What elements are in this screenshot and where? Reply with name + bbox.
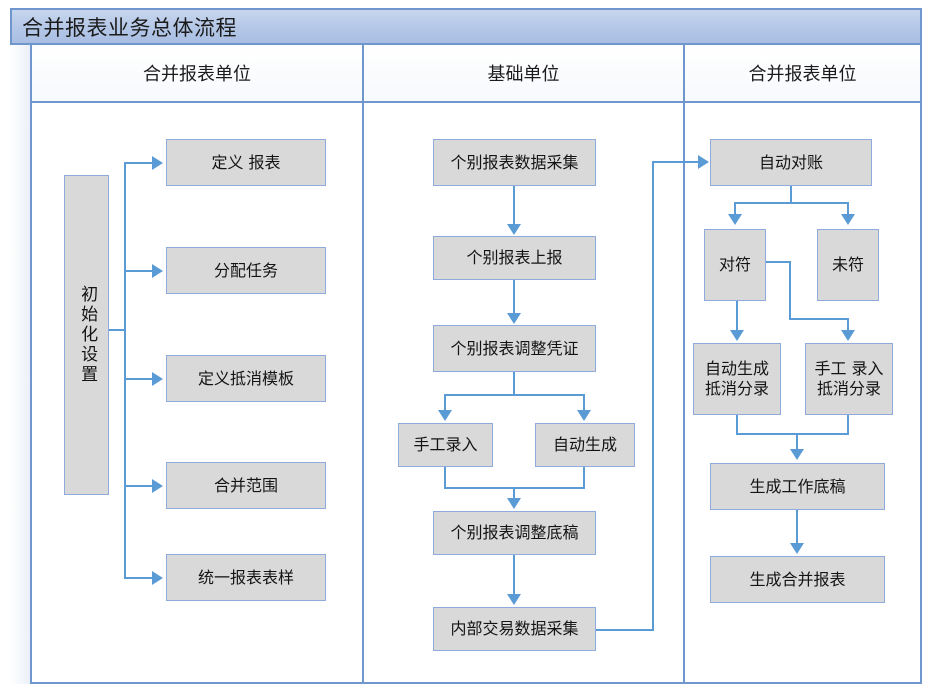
node-manual-entry[interactable]: 手工录入 xyxy=(398,423,493,467)
column-divider-1 xyxy=(362,103,364,684)
arrowhead-offset-to-worksheet xyxy=(790,449,804,460)
column-header-1-label: 基础单位 xyxy=(487,64,560,85)
node-generate-worksheet[interactable]: 生成工作底稿 xyxy=(710,463,885,510)
node-individual-submit[interactable]: 个别报表上报 xyxy=(433,236,596,280)
arrowhead-reconcile-to-matched xyxy=(728,214,742,225)
arrowhead-unify-form xyxy=(152,571,163,585)
node-generate-consolidated[interactable]: 生成合并报表 xyxy=(710,556,885,603)
node-auto-offset-entry[interactable]: 自动生成 抵消分录 xyxy=(693,343,781,415)
node-matched[interactable]: 对符 xyxy=(704,229,766,301)
connector-reconcile-to-matched xyxy=(734,202,736,215)
connector-worksheet-to-consolidated xyxy=(796,510,798,543)
connector-offset-merge-stem xyxy=(796,433,798,450)
arrowhead-voucher-to-manual xyxy=(438,410,452,421)
connector-branch-define-report xyxy=(124,162,154,164)
node-individual-collect[interactable]: 个别报表数据采集 xyxy=(433,139,596,186)
arrowhead-voucher-to-auto xyxy=(577,410,591,421)
connector-reconcile-split-bar xyxy=(734,202,848,204)
connector-internal-to-reconcile-h1 xyxy=(596,629,654,631)
column-divider-2 xyxy=(683,103,685,684)
arrowhead-offset-template xyxy=(152,372,163,386)
column-header-2: 合并报表单位 xyxy=(683,45,920,103)
connector-manual-offset-down xyxy=(847,415,849,434)
node-auto-reconcile[interactable]: 自动对账 xyxy=(710,139,872,186)
diagram-title: 合并报表业务总体流程 xyxy=(22,15,237,40)
connector-branch-merge-scope xyxy=(124,485,154,487)
column-header-0: 合并报表单位 xyxy=(32,45,362,103)
connector-reconcile-to-unmatched xyxy=(847,202,849,215)
node-internal-trade-collect[interactable]: 内部交易数据采集 xyxy=(433,607,596,651)
connector-voucher-to-auto xyxy=(583,394,585,411)
connector-branch-assign-task xyxy=(124,270,154,272)
connector-draft-to-internal xyxy=(513,555,515,595)
connector-matched-side-v xyxy=(789,261,791,319)
node-init-setup[interactable]: 初始化设置 xyxy=(64,175,109,495)
connector-auto-offset-down xyxy=(736,415,738,434)
connector-init-trunk-vertical xyxy=(124,162,126,578)
connector-offset-merge-bar xyxy=(736,433,849,435)
connector-branch-offset-template xyxy=(124,378,154,380)
node-define-offset-template[interactable]: 定义抵消模板 xyxy=(166,355,326,402)
arrowhead-submit-to-voucher xyxy=(507,313,521,324)
node-assign-task[interactable]: 分配任务 xyxy=(166,247,326,294)
arrowhead-worksheet-to-consolidated xyxy=(790,543,804,554)
node-define-report[interactable]: 定义 报表 xyxy=(166,139,326,186)
connector-voucher-split-bar xyxy=(444,394,585,396)
node-auto-generate[interactable]: 自动生成 xyxy=(535,423,635,467)
connector-auto-merge-down xyxy=(583,467,585,488)
diagram-title-bar: 合并报表业务总体流程 xyxy=(10,8,922,45)
node-unify-report-form[interactable]: 统一报表表样 xyxy=(166,554,326,601)
connector-collect-to-submit xyxy=(513,186,515,225)
arrowhead-merge-scope xyxy=(152,479,163,493)
node-manual-offset-entry[interactable]: 手工 录入 抵消分录 xyxy=(805,343,893,415)
connector-submit-to-voucher xyxy=(513,280,515,313)
connector-matched-side-h2 xyxy=(789,318,849,320)
column-header-0-label: 合并报表单位 xyxy=(143,64,251,85)
connector-matched-side-h xyxy=(766,261,791,263)
connector-voucher-to-manual xyxy=(444,394,446,411)
arrowhead-define-report xyxy=(152,156,163,170)
node-individual-adjust-draft[interactable]: 个别报表调整底稿 xyxy=(433,511,596,555)
node-individual-adjust-voucher[interactable]: 个别报表调整凭证 xyxy=(433,325,596,372)
node-merge-scope[interactable]: 合并范围 xyxy=(166,462,326,509)
arrowhead-merge-to-draft xyxy=(507,498,521,509)
arrowhead-draft-to-internal xyxy=(507,594,521,605)
connector-init-trunk-stub xyxy=(109,329,125,331)
connector-reconcile-split-stem xyxy=(790,186,792,203)
arrowhead-internal-to-reconcile xyxy=(698,155,709,169)
arrowhead-matched-to-manual-offset xyxy=(841,330,855,341)
node-unmatched[interactable]: 未符 xyxy=(817,229,879,301)
arrowhead-matched-to-auto-offset xyxy=(730,330,744,341)
connector-branch-unify-form xyxy=(124,577,154,579)
column-header-2-label: 合并报表单位 xyxy=(748,64,857,85)
connector-matched-to-auto-offset xyxy=(736,301,738,330)
arrowhead-collect-to-submit xyxy=(507,224,521,235)
connector-internal-to-reconcile-v xyxy=(652,161,654,631)
connector-voucher-split-stem xyxy=(513,372,515,395)
connector-manual-merge-down xyxy=(444,467,446,488)
left-lane-band xyxy=(10,45,32,684)
connector-internal-to-reconcile-h2 xyxy=(652,161,700,163)
connector-matched-side-drop xyxy=(847,318,849,330)
column-header-1: 基础单位 xyxy=(362,45,683,103)
arrowhead-assign-task xyxy=(152,264,163,278)
arrowhead-reconcile-to-unmatched xyxy=(841,214,855,225)
connector-merge-stem-draft xyxy=(513,487,515,499)
